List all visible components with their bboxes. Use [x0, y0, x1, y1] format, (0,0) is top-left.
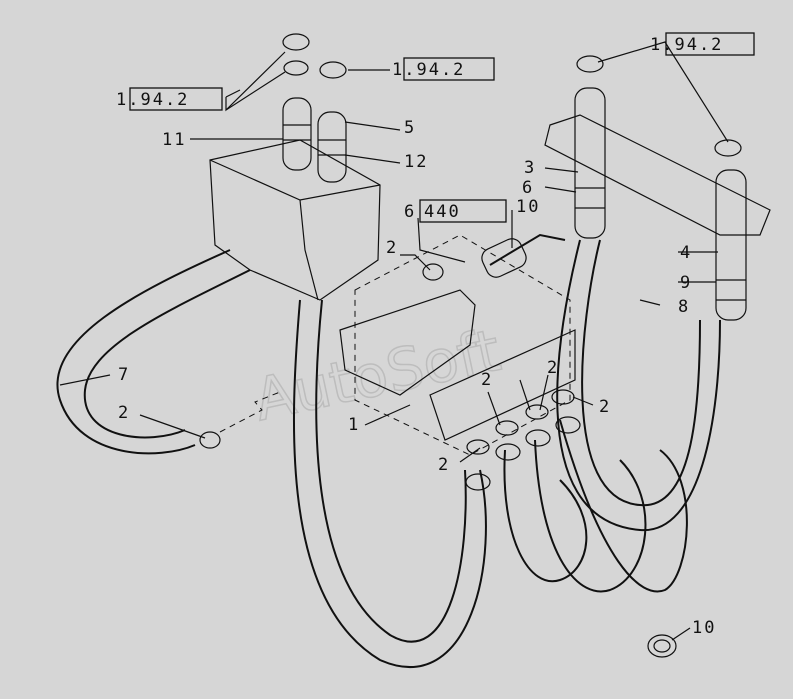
- valve-block: [339, 234, 576, 456]
- filler-neck-11: [282, 97, 312, 171]
- hose-end-1: [465, 473, 491, 491]
- cap-right: [576, 55, 742, 157]
- callout-5: 5: [404, 118, 416, 138]
- hose-lower-c: [559, 419, 688, 593]
- ref-label-1: 1.94.2: [116, 90, 189, 110]
- callout-2-right: 2: [599, 397, 611, 417]
- callout-7: 7: [118, 365, 130, 385]
- callout-2-valve: 2: [386, 238, 398, 258]
- clamp-2: [199, 263, 575, 455]
- cap-top: [282, 33, 347, 79]
- callout-2-mid-b: 2: [547, 358, 559, 378]
- hose-end-4: [555, 416, 581, 434]
- ref-box-2: 1.94.2: [392, 57, 495, 81]
- callout-1: 1: [348, 415, 360, 435]
- hose-return-inner: [315, 299, 467, 643]
- hose-path-dashes: [219, 391, 281, 433]
- callout-8: 8: [678, 297, 690, 317]
- ref-label-3: 1.94.2: [650, 35, 723, 55]
- callout-10-bottom: 10: [692, 618, 716, 638]
- ref-box-1: 1.94.2: [116, 87, 223, 111]
- callout-4: 4: [680, 243, 692, 263]
- filler-neck-12: [317, 111, 347, 183]
- callout-12: 12: [404, 152, 428, 172]
- hose-8-inner: [581, 239, 701, 507]
- callout-2-left: 2: [118, 403, 130, 423]
- callout-3: 3: [524, 158, 536, 178]
- hose-8-outer: [556, 239, 721, 532]
- callout-2-mid-a: 2: [481, 370, 493, 390]
- ref-box-3: 1.94.2: [650, 32, 755, 56]
- ref-box-4: 440: [419, 199, 507, 223]
- ref-label-2: 1.94.2: [392, 60, 465, 80]
- hose-7-inner: [83, 269, 251, 439]
- callout-11: 11: [162, 130, 186, 150]
- watermark-text: AutoSoft: [248, 316, 506, 434]
- pipe-4: [715, 169, 747, 321]
- pipe-3: [574, 87, 606, 239]
- hose-end-2: [495, 443, 521, 461]
- callout-2-bottom: 2: [438, 455, 450, 475]
- reservoir-tank: [209, 139, 381, 301]
- outlet-fitting: [481, 238, 527, 278]
- hose-lower-a: [503, 449, 588, 583]
- callout-6-left: 6: [404, 202, 416, 222]
- callout-9: 9: [680, 273, 692, 293]
- mounting-plate: [544, 114, 771, 236]
- callout-10-top: 10: [516, 197, 540, 217]
- hose-lower-b: [534, 439, 647, 593]
- hose-end-3: [525, 429, 551, 447]
- leader-lines: [59, 41, 729, 641]
- outlet-hose-10: [489, 233, 566, 266]
- ref-label-4: 440: [424, 202, 461, 222]
- callout-6-right: 6: [522, 178, 534, 198]
- hose-return-outer: [292, 299, 487, 668]
- hose-7-outer: [56, 249, 231, 455]
- clamp-10-loose: [647, 634, 677, 658]
